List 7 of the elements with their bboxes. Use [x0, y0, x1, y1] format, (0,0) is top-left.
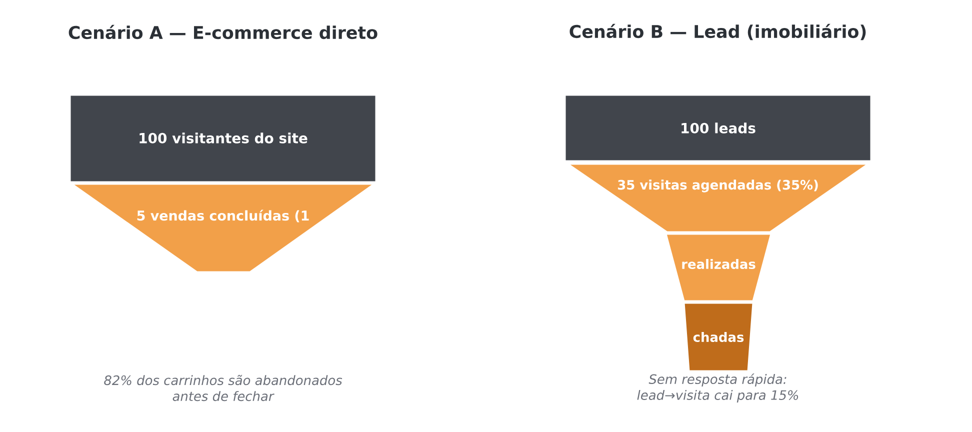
- panel-title: Cenário A — E-commerce direto: [68, 24, 378, 40]
- panel-title: Cenário B — Lead (imobiliário): [570, 24, 866, 40]
- note-text: 82% dos carrinhos são abandonados antes de fechar: [104, 374, 342, 402]
- funnel-stage: 100 leads: [564, 94, 872, 162]
- funnel-stage: chadas: [683, 302, 754, 372]
- funnel-stage: realizadas: [665, 233, 772, 302]
- funnel-stage: 100 visitantes do site: [69, 94, 377, 183]
